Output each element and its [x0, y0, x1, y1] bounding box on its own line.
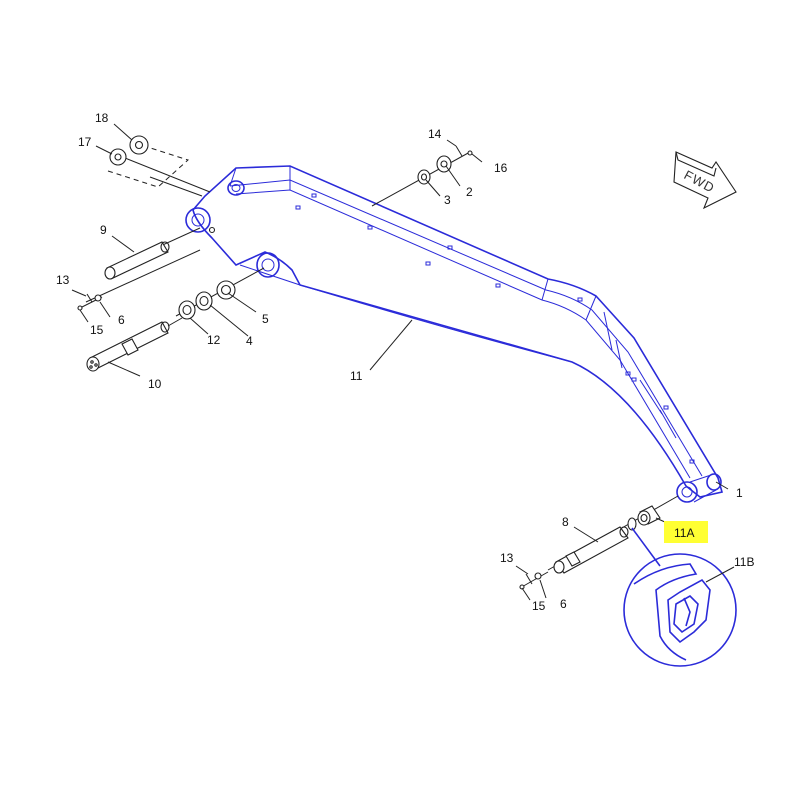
highlight-11a: [664, 521, 708, 543]
callout-14: 14: [428, 127, 442, 141]
pin-10: [86, 317, 183, 372]
callout-6-lower: 6: [560, 597, 567, 611]
upper-right-hardware: [371, 145, 473, 207]
callout-11a: 11A: [674, 526, 694, 540]
callout-2: 2: [466, 185, 473, 199]
fwd-arrow-icon: FWD: [673, 151, 737, 210]
callout-5: 5: [262, 312, 269, 326]
callout-1: 1: [736, 486, 743, 500]
callout-labels: 1 2 3 4 5 6 6 8 9 10 11 11A 11B 12 13 13…: [56, 111, 754, 613]
upper-left-hardware: [77, 135, 265, 372]
seal-detail-11b: [623, 527, 737, 667]
callout-11: 11: [350, 369, 363, 383]
callout-8: 8: [562, 515, 569, 529]
callout-6-upper: 6: [118, 313, 125, 327]
callout-13-lower: 13: [500, 551, 514, 565]
callout-16: 16: [494, 161, 508, 175]
callout-15-upper: 15: [90, 323, 104, 337]
callout-4: 4: [246, 334, 253, 348]
callout-11b: 11B: [734, 555, 754, 569]
lower-right-hardware: [519, 495, 679, 590]
callout-10: 10: [148, 377, 162, 391]
boom-assembly: [185, 165, 724, 503]
callout-3: 3: [444, 193, 451, 207]
callout-18: 18: [95, 111, 109, 125]
callout-15-lower: 15: [532, 599, 546, 613]
callout-13-upper: 13: [56, 273, 70, 287]
callout-9: 9: [100, 223, 107, 237]
callout-17: 17: [78, 135, 92, 149]
pin-9: [104, 226, 216, 280]
callout-12: 12: [207, 333, 221, 347]
